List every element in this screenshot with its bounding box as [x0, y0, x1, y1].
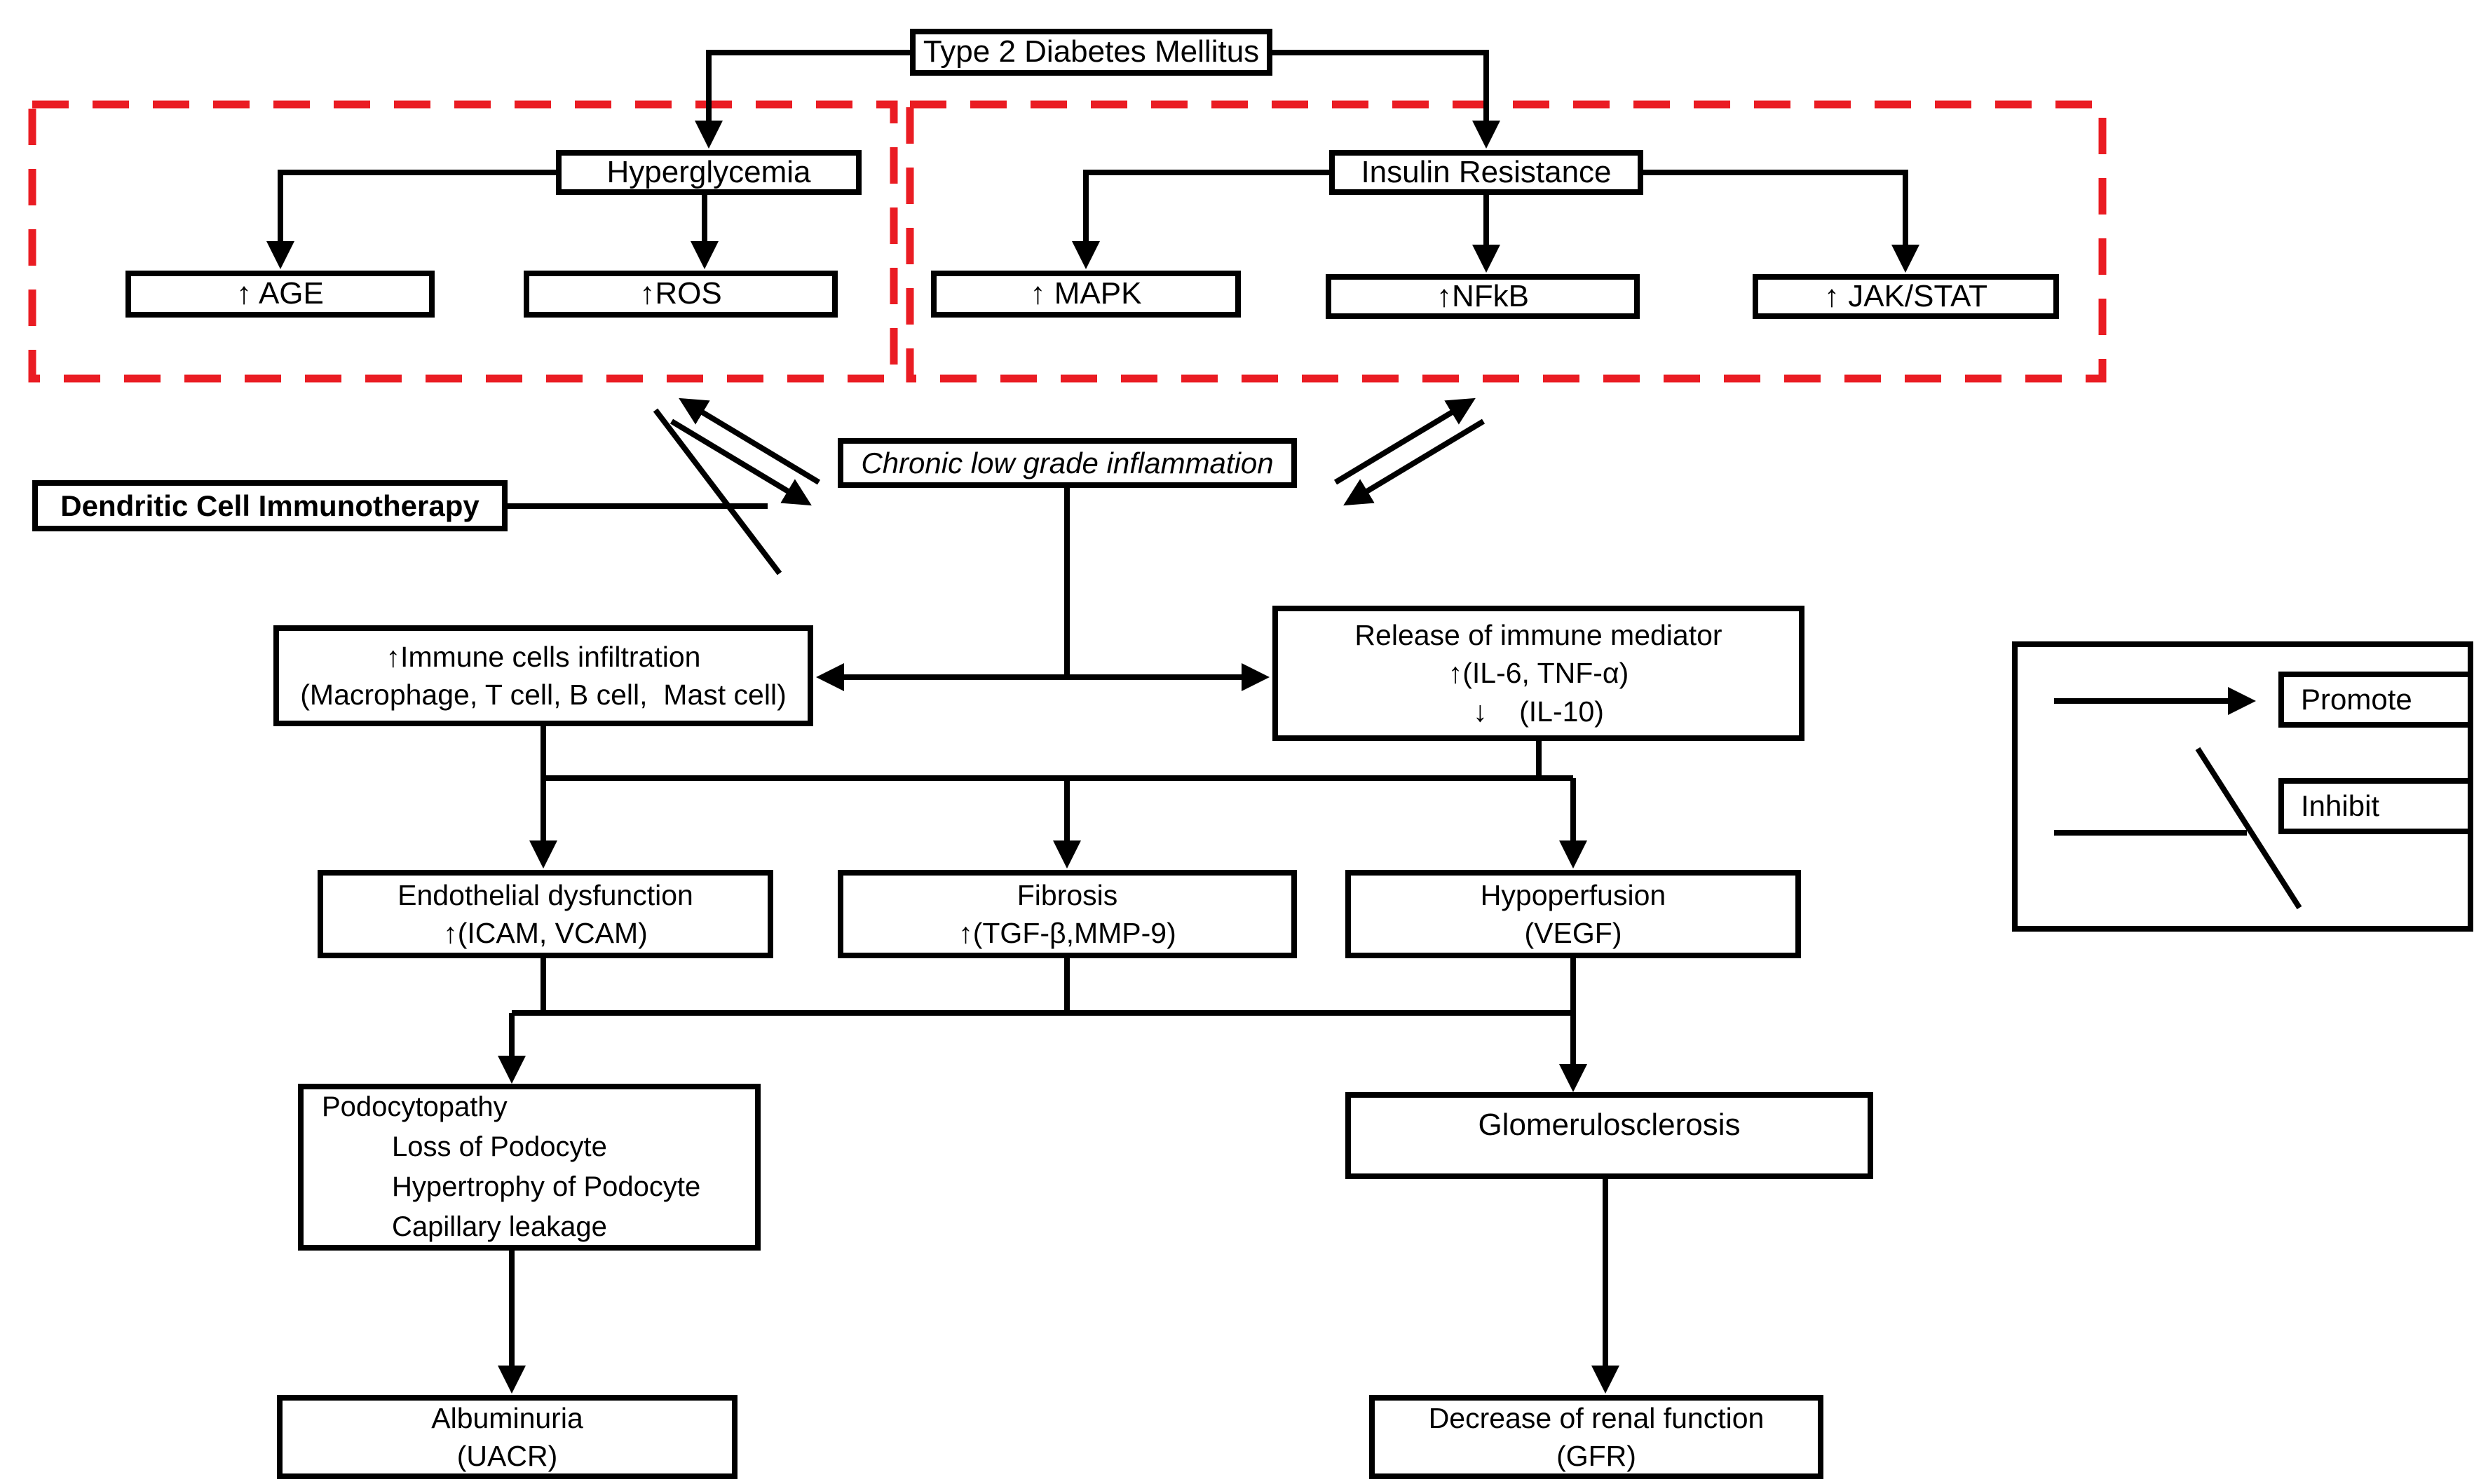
node-mapk: ↑ MAPK: [931, 271, 1241, 318]
node-glomerulosclerosis: Glomerulosclerosis: [1345, 1092, 1873, 1179]
node-line: Albuminuria: [431, 1401, 583, 1434]
legend-inhibit-slash: [2195, 747, 2302, 910]
node-hypoperfusion: Hypoperfusion (VEGF): [1345, 870, 1801, 958]
node-hyperglycemia: Hyperglycemia: [556, 150, 862, 195]
inhibit-slash-dendritic: [653, 408, 782, 576]
node-jak-stat: ↑ JAK/STAT: [1753, 274, 2059, 319]
arrow-t2dm-to-insulin-resistance: [1272, 50, 1500, 149]
arrow-insulin-to-jakstat: [1643, 170, 1919, 273]
node-line: Hypoperfusion: [1480, 878, 1666, 911]
node-line: Decrease of renal function: [1428, 1401, 1765, 1434]
node-line: (Macrophage, T cell, B cell, Mast cell): [300, 679, 787, 711]
node-line: (VEGF): [1524, 917, 1622, 949]
node-line: Podocytopathy: [322, 1091, 508, 1122]
node-line: Loss of Podocyte: [392, 1131, 607, 1162]
node-line: Fibrosis: [1017, 878, 1118, 911]
node-line: Hypertrophy of Podocyte: [392, 1171, 701, 1202]
node-line: Release of immune mediator: [1354, 619, 1722, 652]
arrow-t2dm-to-hyperglycemia: [695, 50, 910, 149]
legend-promote-label: Promote: [2278, 672, 2473, 728]
node-line: ↑(TGF-β,MMP-9): [958, 917, 1176, 949]
double-arrow-right-down: [1343, 418, 1486, 506]
node-dendritic-cell-immunotherapy: Dendritic Cell Immunotherapy: [32, 480, 508, 531]
node-nfkb: ↑NFkB: [1326, 274, 1640, 319]
hyperglycemia-pathway-dashed-box: [28, 100, 898, 383]
node-insulin-resistance: Insulin Resistance: [1329, 150, 1643, 195]
arrow-hyperglycemia-to-age: [266, 170, 556, 269]
node-ros: ↑ROS: [524, 271, 838, 318]
node-endothelial-dysfunction: Endothelial dysfunction ↑(ICAM, VCAM): [318, 870, 773, 958]
node-line: ↑Immune cells infiltration: [386, 640, 701, 673]
node-line: (UACR): [456, 1440, 558, 1472]
node-line: Capillary leakage: [392, 1211, 607, 1243]
node-chronic-low-grade-inflammation: Chronic low grade inflammation: [838, 438, 1297, 488]
node-type-2-diabetes-mellitus: Type 2 Diabetes Mellitus: [910, 29, 1272, 76]
node-line: Endothelial dysfunction: [397, 878, 693, 911]
double-arrow-left-down: [669, 418, 812, 506]
node-age: ↑ AGE: [125, 271, 435, 318]
node-albuminuria: Albuminuria (UACR): [277, 1395, 737, 1479]
node-decrease-renal-function: Decrease of renal function (GFR): [1369, 1395, 1823, 1479]
node-line: ↑(IL-6, TNF-α): [1448, 657, 1629, 690]
arrow-insulin-to-mapk: [1072, 170, 1329, 269]
node-line: (GFR): [1556, 1440, 1636, 1472]
insulin-resistance-pathway-dashed-box: [906, 100, 2107, 383]
node-line: ↑(ICAM, VCAM): [443, 917, 648, 949]
double-arrow-left-up: [679, 397, 821, 485]
node-release-immune-mediator: Release of immune mediator ↑(IL-6, TNF-α…: [1272, 606, 1804, 741]
legend-inhibit-label: Inhibit: [2278, 778, 2473, 834]
double-arrow-right-up: [1333, 397, 1476, 485]
node-line: ↓ (IL-10): [1473, 695, 1604, 728]
node-fibrosis: Fibrosis ↑(TGF-β,MMP-9): [838, 870, 1297, 958]
node-podocytopathy: Podocytopathy Loss of Podocyte Hypertrop…: [298, 1084, 761, 1251]
node-immune-cells-infiltration: ↑Immune cells infiltration (Macrophage, …: [273, 625, 813, 726]
